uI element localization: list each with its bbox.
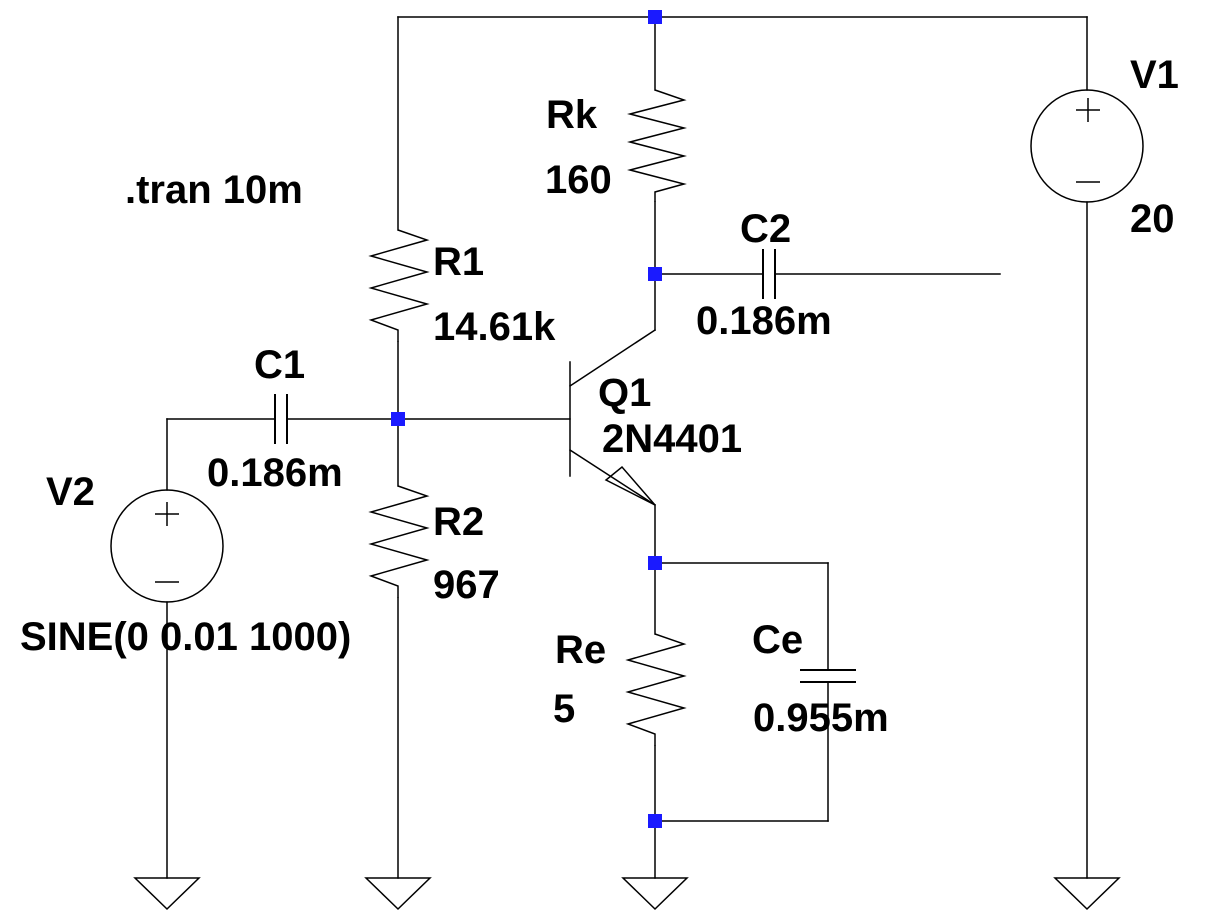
ce-value-label: 0.955m [753, 696, 889, 740]
node-collector[interactable] [648, 267, 662, 281]
resistor-re-symbol[interactable] [625, 633, 687, 746]
v2-name-label: V2 [46, 470, 95, 514]
node-emitter[interactable] [648, 556, 662, 570]
capacitor-c2-symbol[interactable] [762, 249, 776, 299]
ce-name-label: Ce [752, 618, 803, 662]
ground-icon-v2 [133, 877, 201, 911]
rk-name-label: Rk [546, 93, 598, 137]
ground-icon-re [621, 877, 689, 911]
c2-name-label: C2 [740, 207, 791, 251]
resistor-r1-symbol[interactable] [368, 229, 430, 342]
spice-directive[interactable]: .tran 10m [125, 168, 303, 212]
q1-emitter-lead [568, 448, 657, 507]
q1-name-label: Q1 [598, 371, 651, 415]
r2-name-label: R2 [433, 500, 484, 544]
v1-value-label: 20 [1130, 197, 1175, 241]
r2-value-label: 967 [433, 563, 500, 607]
ground-icon-v1 [1053, 877, 1121, 911]
transistor-q1-symbol[interactable] [568, 328, 657, 507]
node-base[interactable] [391, 412, 405, 426]
q1-value-label: 2N4401 [602, 417, 742, 461]
rk-value-label: 160 [545, 158, 612, 202]
resistor-rk-symbol[interactable] [627, 89, 687, 202]
junction-nodes [391, 10, 662, 828]
re-value-label: 5 [553, 687, 575, 731]
r1-value-label: 14.61k [433, 305, 556, 349]
c1-name-label: C1 [254, 343, 305, 387]
wires [166, 16, 1088, 879]
voltage-source-v2-symbol[interactable] [110, 489, 224, 603]
q1-collector-lead [568, 328, 657, 388]
v2-value-label: SINE(0 0.01 1000) [20, 615, 351, 659]
c2-value-label: 0.186m [696, 299, 832, 343]
node-top-rail[interactable] [648, 10, 662, 24]
voltage-source-v1-symbol[interactable] [1030, 89, 1144, 203]
capacitor-ce-symbol[interactable] [800, 669, 856, 683]
ground-icon-r2 [364, 877, 432, 911]
v1-name-label: V1 [1130, 53, 1179, 97]
q1-emitter-arrow [604, 465, 656, 506]
r1-name-label: R1 [433, 240, 484, 284]
node-ground-re[interactable] [648, 814, 662, 828]
c1-value-label: 0.186m [207, 451, 343, 495]
resistor-r2-symbol[interactable] [368, 485, 430, 598]
re-name-label: Re [555, 628, 606, 672]
capacitor-c1-symbol[interactable] [274, 394, 288, 444]
